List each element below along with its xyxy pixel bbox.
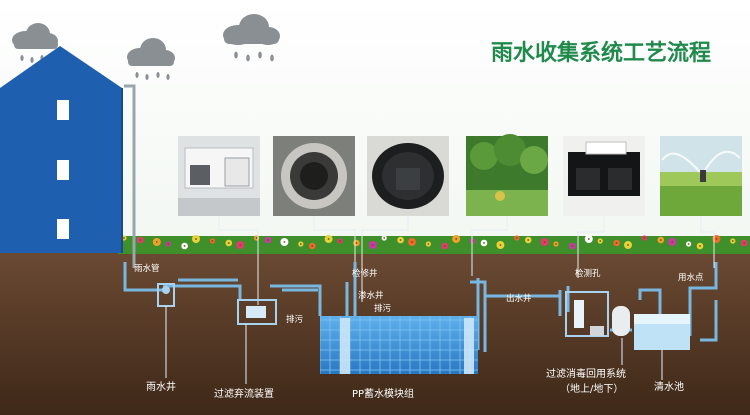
flower-center (643, 237, 646, 239)
flower-center (123, 237, 125, 239)
flower-center (515, 237, 518, 239)
flower-center (499, 244, 502, 246)
flower-center (615, 242, 618, 244)
flower-center (411, 241, 413, 243)
flower-center (699, 245, 701, 247)
flower-center (283, 241, 286, 243)
upper-labels: 雨水管 检修井 渗水井 排污 排污 出水井 检测孔 用水点 (134, 263, 704, 325)
flower-center (371, 244, 374, 246)
flower-center (443, 245, 446, 247)
flower-center (483, 242, 485, 244)
photo-sprinkler (660, 136, 742, 216)
flower-center (743, 242, 746, 244)
pp-module-label: PP蓄水模块组 (352, 387, 414, 400)
discharge-label-tank: 排污 (374, 303, 392, 314)
rain-drops-icon (135, 72, 170, 80)
flower-center (715, 238, 718, 240)
clear-pool-label: 清水池 (654, 380, 684, 393)
flower-center (267, 239, 269, 241)
house-building-icon (0, 46, 123, 253)
outlet-well-label: 出水井 (506, 293, 532, 304)
seepage-well-label: 渗水井 (358, 290, 384, 301)
lower-labels: 雨水井 过滤弃流装置 PP蓄水模块组 过滤消毒回用系统 （地上/地下） 清水池 (146, 367, 684, 400)
rain-well-label: 雨水井 (146, 380, 176, 393)
flower-center (555, 243, 557, 245)
flower-center (659, 239, 662, 241)
flower-bed (121, 235, 748, 250)
flower-center (139, 239, 142, 241)
flower-center (339, 240, 341, 242)
inspection-well-label: 检修井 (352, 268, 378, 279)
flower-center (167, 243, 170, 245)
flower-center (155, 241, 158, 243)
filter-device-chamber (237, 299, 277, 325)
filter-system-sub-label: （地上/地下） (560, 382, 623, 395)
label-leader-lines (165, 306, 663, 384)
flower-center (183, 245, 186, 247)
callout-lines (218, 216, 715, 305)
flower-center (399, 239, 402, 241)
pipe-network (123, 262, 718, 352)
flower-center (627, 244, 629, 246)
page-title: 雨水收集系统工艺流程 (491, 40, 711, 66)
monitor-hole-label: 检测孔 (575, 268, 601, 279)
flower-center (311, 245, 314, 247)
rain-drops-icon (234, 51, 274, 62)
flower-center (587, 238, 590, 240)
flower-center (455, 238, 458, 240)
flower-center (383, 237, 386, 239)
flower-center (299, 243, 302, 245)
pp-storage-tank (320, 316, 478, 374)
flower-center (227, 242, 230, 244)
flower-center (599, 240, 602, 242)
flower-center (355, 242, 358, 244)
rain-cloud-icon (127, 38, 175, 66)
filter-device-label: 过滤弃流装置 (214, 387, 274, 400)
flower-center (571, 245, 574, 247)
photo-garden (466, 134, 548, 216)
water-point-label: 用水点 (678, 272, 704, 283)
flower-center (211, 240, 214, 242)
rain-cloud-icon (12, 23, 58, 49)
rain-pipe-label: 雨水管 (134, 263, 160, 274)
downspout-pipe (124, 84, 136, 268)
flower-center (239, 244, 242, 246)
flower-center (255, 237, 258, 239)
flower-center (671, 241, 674, 243)
photo-filter-box (178, 136, 260, 216)
rain-cloud-icon (223, 14, 280, 45)
clear-water-pool (634, 314, 690, 350)
flower-center (195, 238, 197, 240)
filter-disinfection-unit (565, 291, 630, 337)
discharge-label-filter: 排污 (286, 314, 304, 325)
flower-center (327, 238, 330, 240)
flower-center (527, 239, 530, 241)
flower-center (543, 241, 546, 243)
photo-manhole (273, 136, 355, 216)
photo-tank-module (563, 136, 645, 216)
flower-center (687, 243, 690, 245)
flower-center (731, 240, 734, 242)
photo-seepage-well (367, 136, 449, 216)
flower-center (427, 243, 430, 245)
filter-system-label: 过滤消毒回用系统 (546, 367, 626, 380)
